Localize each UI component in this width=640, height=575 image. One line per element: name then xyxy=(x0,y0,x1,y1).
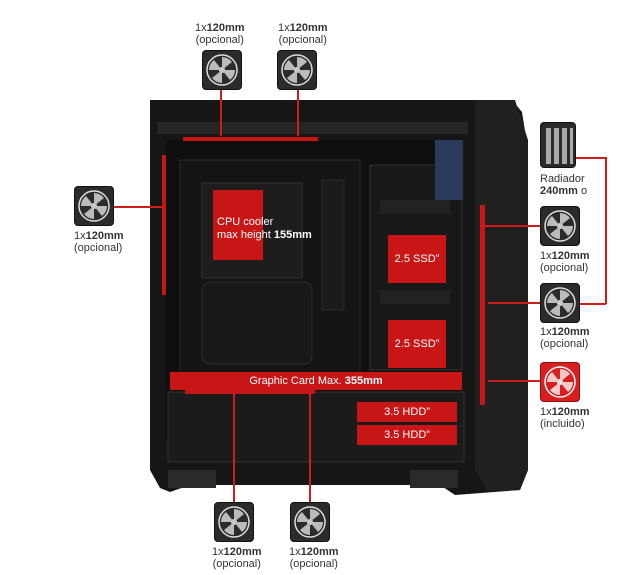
line-radiator-h1 xyxy=(576,157,606,159)
fan-front-top-label: 1x120mm (opcional) xyxy=(540,250,590,274)
fan-bottom-right-label: 1x120mm (opcional) xyxy=(289,546,339,570)
size: 120mm xyxy=(85,230,124,242)
gpu-prefix: Graphic Card Max. xyxy=(249,375,342,387)
fan-front-mid-label: 1x120mm (opcional) xyxy=(540,326,590,350)
count: 1x xyxy=(278,22,290,34)
size: 120mm xyxy=(206,22,245,34)
note: (opcional) xyxy=(278,34,327,46)
line-rear xyxy=(112,206,162,208)
count: 1x xyxy=(74,230,86,242)
note: (incluido) xyxy=(540,418,585,430)
size: 120mm xyxy=(289,22,328,34)
fan-rear-icon xyxy=(74,186,114,226)
line-top-left xyxy=(220,88,222,136)
note: (opcional) xyxy=(540,262,589,274)
size: 120mm xyxy=(223,546,262,558)
line-front-bottom xyxy=(488,380,540,382)
line-radiator-v xyxy=(605,157,607,304)
count: 1x xyxy=(540,326,552,338)
hdd-slot-bottom-label: 3.5 HDD” xyxy=(384,429,430,441)
cpu-cooler-line1: CPU cooler xyxy=(217,216,274,228)
line-bottom-right xyxy=(309,393,311,503)
radiator-icon xyxy=(540,122,576,168)
radiator-suffix: o xyxy=(580,185,588,197)
size: 120mm xyxy=(551,406,590,418)
count: 1x xyxy=(540,250,552,262)
count: 1x xyxy=(289,546,301,558)
fan-front-bottom-icon xyxy=(540,362,580,402)
count: 1x xyxy=(212,546,224,558)
size: 120mm xyxy=(551,250,590,262)
fan-bottom-right-icon xyxy=(290,502,330,542)
fan-top-right-label: 1x120mm (opcional) xyxy=(278,22,328,46)
radiator-label: Radiador 240mm o xyxy=(540,173,587,197)
cpu-cooler-value: 155mm xyxy=(273,229,312,241)
line-radiator-h2 xyxy=(580,303,606,305)
count: 1x xyxy=(540,406,552,418)
ssd-slot-top: 2.5 SSD” xyxy=(388,235,446,283)
hdd-slot-bottom: 3.5 HDD” xyxy=(357,425,457,445)
radiator-text: Radiador xyxy=(540,173,585,185)
ssd-slot-bottom-label: 2.5 SSD” xyxy=(394,338,440,350)
line-front-top xyxy=(480,225,540,227)
fan-bottom-left-icon xyxy=(214,502,254,542)
graphic-card-bar: Graphic Card Max. 355mm xyxy=(170,372,462,390)
cpu-cooler-line2: max height xyxy=(217,229,271,241)
line-top-right xyxy=(297,88,299,136)
line-bottom-left xyxy=(233,393,235,503)
ssd-slot-top-label: 2.5 SSD” xyxy=(394,253,440,265)
fan-bottom-left-label: 1x120mm (opcional) xyxy=(212,546,262,570)
note: (opcional) xyxy=(74,242,123,254)
cpu-cooler-label: CPU cooler max height 155mm xyxy=(213,190,312,260)
fan-top-right-icon xyxy=(277,50,317,90)
fan-rear-label: 1x120mm (opcional) xyxy=(74,230,124,254)
hdd-slot-top: 3.5 HDD” xyxy=(357,402,457,422)
line-front-mid xyxy=(488,302,540,304)
note: (opcional) xyxy=(195,34,244,46)
note: (opcional) xyxy=(212,558,261,570)
fan-front-mid-icon xyxy=(540,283,580,323)
fan-top-left-label: 1x120mm (opcional) xyxy=(195,22,245,46)
hdd-slot-top-label: 3.5 HDD” xyxy=(384,406,430,418)
fan-top-left-icon xyxy=(202,50,242,90)
fan-front-bottom-label: 1x120mm (incluido) xyxy=(540,406,590,430)
count: 1x xyxy=(195,22,207,34)
size: 120mm xyxy=(300,546,339,558)
note: (opcional) xyxy=(289,558,338,570)
note: (opcional) xyxy=(540,338,589,350)
size: 120mm xyxy=(551,326,590,338)
gpu-value: 355mm xyxy=(344,375,383,387)
fan-front-top-icon xyxy=(540,206,580,246)
radiator-size: 240mm xyxy=(540,185,578,197)
ssd-slot-bottom: 2.5 SSD” xyxy=(388,320,446,368)
